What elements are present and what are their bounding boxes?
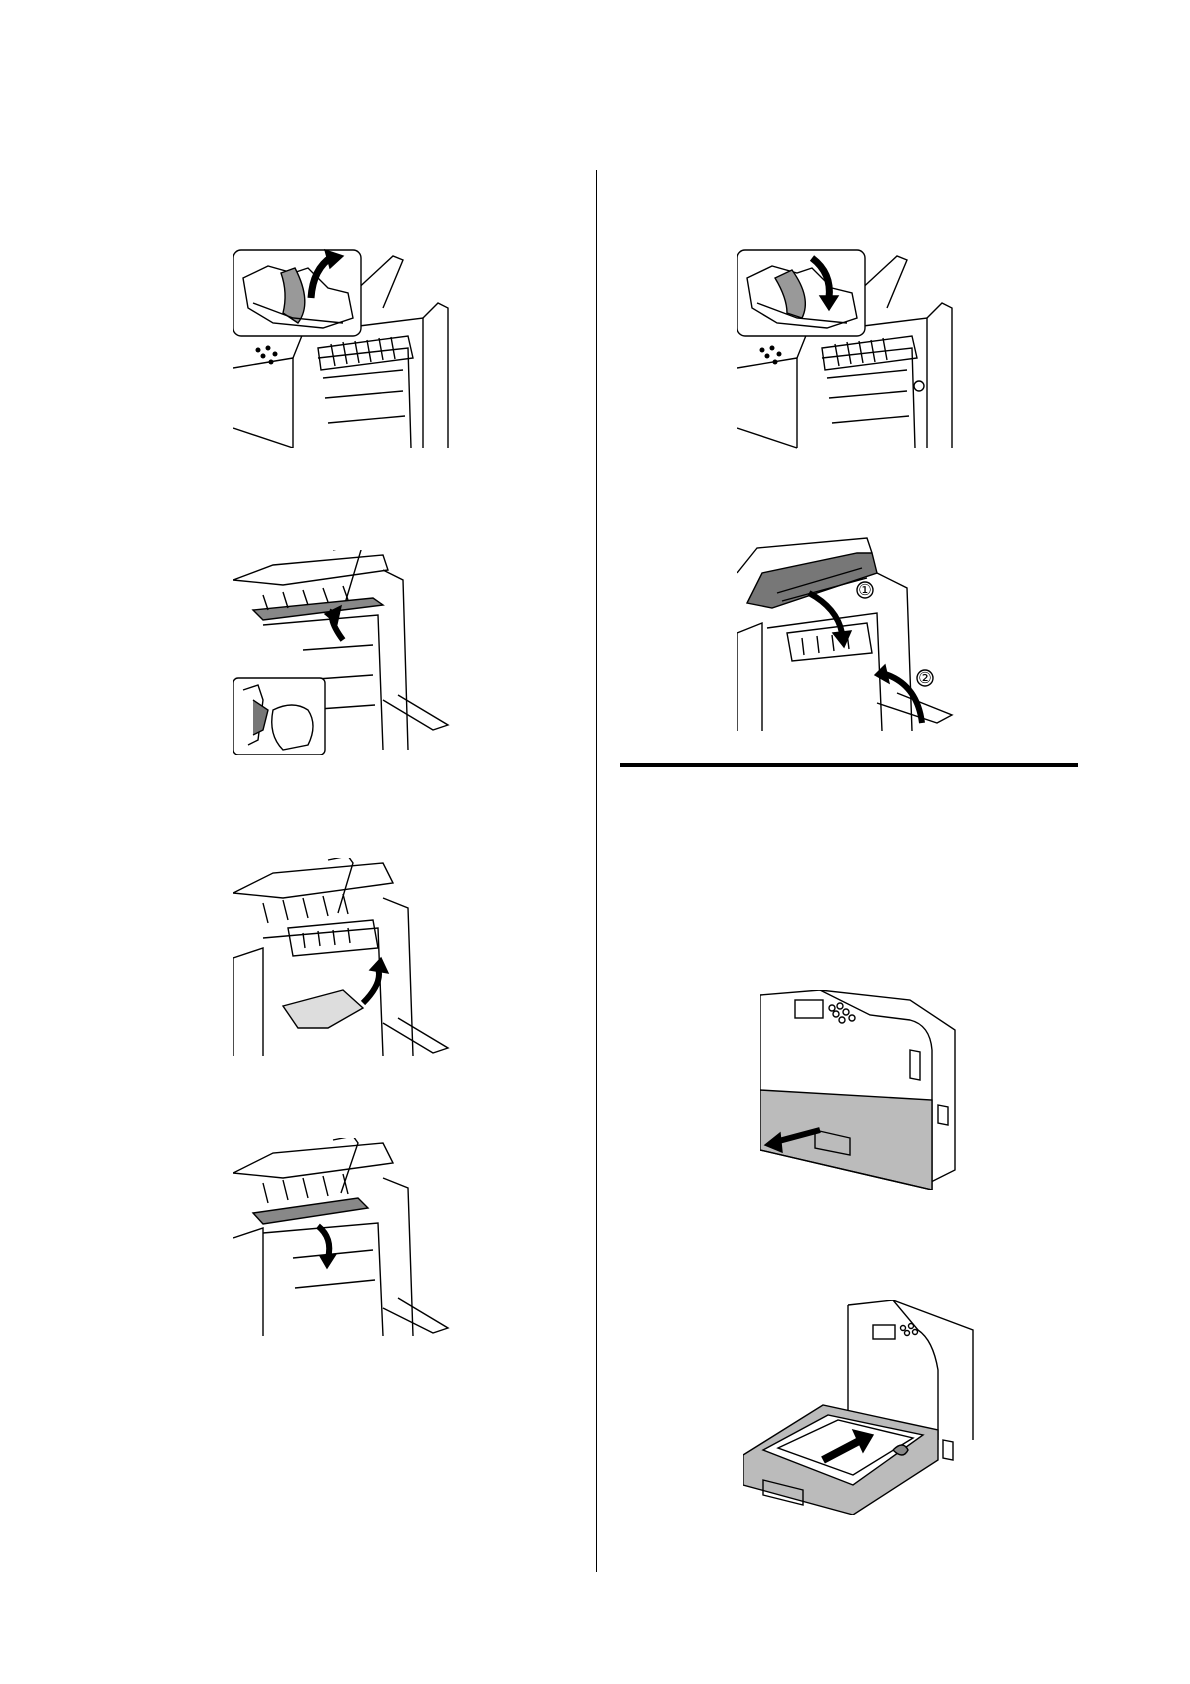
- close-covers-illustration: ① ②: [737, 533, 959, 731]
- pull-out-tray-illustration: [760, 990, 960, 1190]
- section-rule: [620, 763, 1078, 767]
- step-marker-2: ②: [918, 669, 931, 687]
- step-marker-1: ①: [858, 581, 871, 599]
- fuser-lever-down-illustration: [737, 248, 959, 450]
- column-divider: [596, 170, 597, 1572]
- fuser-guide-close-illustration: [233, 1138, 455, 1336]
- fuser-guide-open-illustration: [233, 550, 455, 755]
- push-paper-tray-illustration: [743, 1300, 977, 1515]
- fuser-lever-up-illustration: [233, 248, 455, 448]
- remove-jammed-paper-illustration: [233, 858, 455, 1056]
